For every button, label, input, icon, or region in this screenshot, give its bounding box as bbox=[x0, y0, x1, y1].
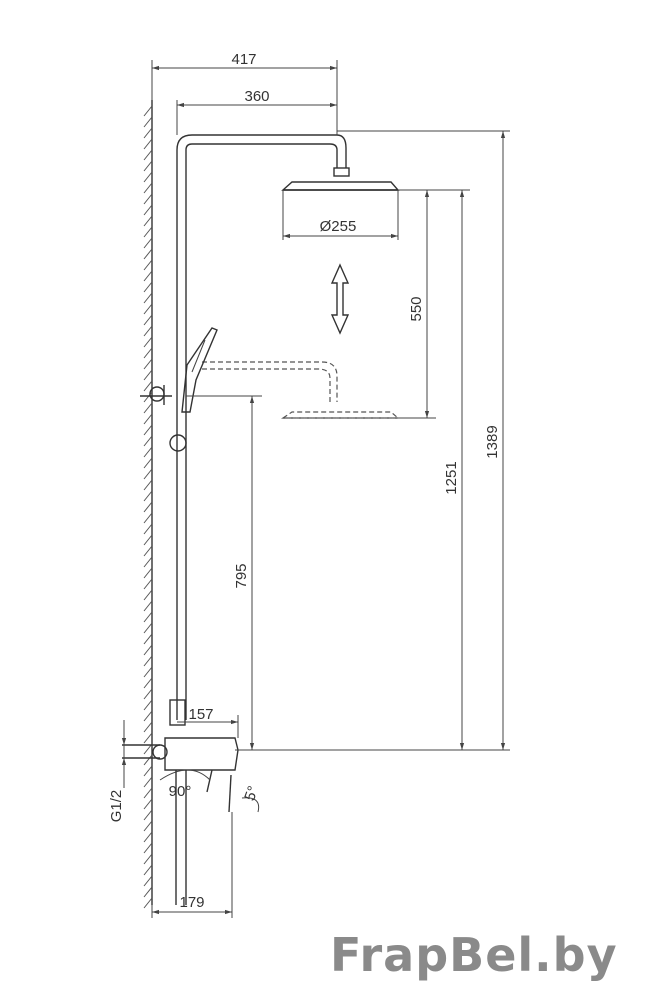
hatch-stroke bbox=[143, 435, 153, 447]
hatch-stroke bbox=[143, 193, 153, 205]
dimension-labels: 417 360 Ø255 550 1251 1389 795 157 G1/2 … bbox=[108, 51, 501, 911]
hatch-stroke bbox=[143, 116, 153, 128]
hatch-stroke bbox=[143, 281, 153, 293]
hatch-stroke bbox=[143, 369, 153, 381]
hatch-stroke bbox=[143, 754, 153, 766]
hatch-stroke bbox=[143, 798, 153, 810]
dim-550: 550 bbox=[408, 296, 425, 321]
hatch-stroke bbox=[143, 710, 153, 722]
hatch-stroke bbox=[143, 259, 153, 271]
hatch-stroke bbox=[143, 875, 153, 887]
hatch-stroke bbox=[143, 666, 153, 678]
hatch-stroke bbox=[143, 127, 153, 139]
hatch-stroke bbox=[143, 765, 153, 777]
dimension-lines bbox=[121, 60, 510, 918]
rain-shower-head-top bbox=[281, 167, 400, 191]
hatch-stroke bbox=[143, 512, 153, 524]
hatch-stroke bbox=[143, 446, 153, 458]
hatch-stroke bbox=[143, 897, 153, 909]
hatch-stroke bbox=[143, 501, 153, 513]
dim-417: 417 bbox=[231, 51, 256, 68]
dim-1251: 1251 bbox=[443, 461, 460, 494]
hatch-stroke bbox=[143, 567, 153, 579]
hatch-stroke bbox=[143, 776, 153, 788]
dim-1389: 1389 bbox=[484, 425, 501, 458]
hatch-stroke bbox=[143, 468, 153, 480]
hatch-stroke bbox=[143, 248, 153, 260]
hatch-stroke bbox=[143, 204, 153, 216]
mixer bbox=[122, 699, 260, 905]
hatch-stroke bbox=[143, 677, 153, 689]
rain-shower-head-lowered bbox=[202, 361, 400, 419]
hatch-stroke bbox=[143, 149, 153, 161]
hatch-stroke bbox=[143, 655, 153, 667]
angle-90: 90° bbox=[169, 783, 192, 800]
hatch-stroke bbox=[143, 732, 153, 744]
hatch-stroke bbox=[143, 325, 153, 337]
hatch-stroke bbox=[143, 721, 153, 733]
hatch-stroke bbox=[143, 699, 153, 711]
dim-795: 795 bbox=[233, 563, 250, 588]
dim-157: 157 bbox=[188, 706, 213, 723]
hatch-stroke bbox=[143, 853, 153, 865]
hatch-stroke bbox=[143, 303, 153, 315]
hatch-stroke bbox=[143, 215, 153, 227]
hatch-stroke bbox=[143, 457, 153, 469]
hatch-stroke bbox=[143, 182, 153, 194]
hatch-stroke bbox=[143, 545, 153, 557]
hatch-stroke bbox=[143, 842, 153, 854]
hatch-stroke bbox=[143, 831, 153, 843]
hatch-stroke bbox=[143, 358, 153, 370]
hatch-stroke bbox=[143, 644, 153, 656]
hatch-stroke bbox=[143, 578, 153, 590]
hatch-stroke bbox=[143, 138, 153, 150]
hatch-stroke bbox=[143, 347, 153, 359]
hatch-stroke bbox=[143, 424, 153, 436]
hatch-stroke bbox=[143, 226, 153, 238]
hatch-stroke bbox=[143, 270, 153, 282]
hatch-stroke bbox=[143, 864, 153, 876]
hatch-stroke bbox=[143, 886, 153, 898]
hatch-stroke bbox=[143, 820, 153, 832]
hatch-stroke bbox=[143, 523, 153, 535]
hatch-stroke bbox=[143, 105, 153, 117]
hatch-stroke bbox=[143, 380, 153, 392]
hatch-stroke bbox=[143, 171, 153, 183]
dim-179: 179 bbox=[179, 894, 204, 911]
hatch-stroke bbox=[143, 600, 153, 612]
hatch-stroke bbox=[143, 314, 153, 326]
hatch-stroke bbox=[143, 402, 153, 414]
wall-hatching bbox=[143, 105, 153, 909]
hand-shower bbox=[140, 327, 218, 452]
adjust-arrow-icon bbox=[330, 263, 350, 335]
angle-5: 5° bbox=[241, 784, 262, 803]
hatch-stroke bbox=[143, 633, 153, 645]
hatch-stroke bbox=[143, 292, 153, 304]
dim-thread: G1/2 bbox=[108, 790, 125, 823]
hatch-stroke bbox=[143, 413, 153, 425]
hatch-stroke bbox=[143, 160, 153, 172]
hatch-stroke bbox=[143, 611, 153, 623]
hatch-stroke bbox=[143, 787, 153, 799]
wall bbox=[143, 100, 153, 909]
dim-360: 360 bbox=[244, 88, 269, 105]
hatch-stroke bbox=[143, 490, 153, 502]
dim-diameter: Ø255 bbox=[320, 218, 357, 235]
hatch-stroke bbox=[143, 534, 153, 546]
hatch-stroke bbox=[143, 589, 153, 601]
hatch-stroke bbox=[143, 479, 153, 491]
hatch-stroke bbox=[143, 336, 153, 348]
watermark-logo: FrapBel.by bbox=[330, 928, 618, 982]
hatch-stroke bbox=[143, 809, 153, 821]
hatch-stroke bbox=[143, 688, 153, 700]
hatch-stroke bbox=[143, 556, 153, 568]
hatch-stroke bbox=[143, 237, 153, 249]
hatch-stroke bbox=[143, 622, 153, 634]
